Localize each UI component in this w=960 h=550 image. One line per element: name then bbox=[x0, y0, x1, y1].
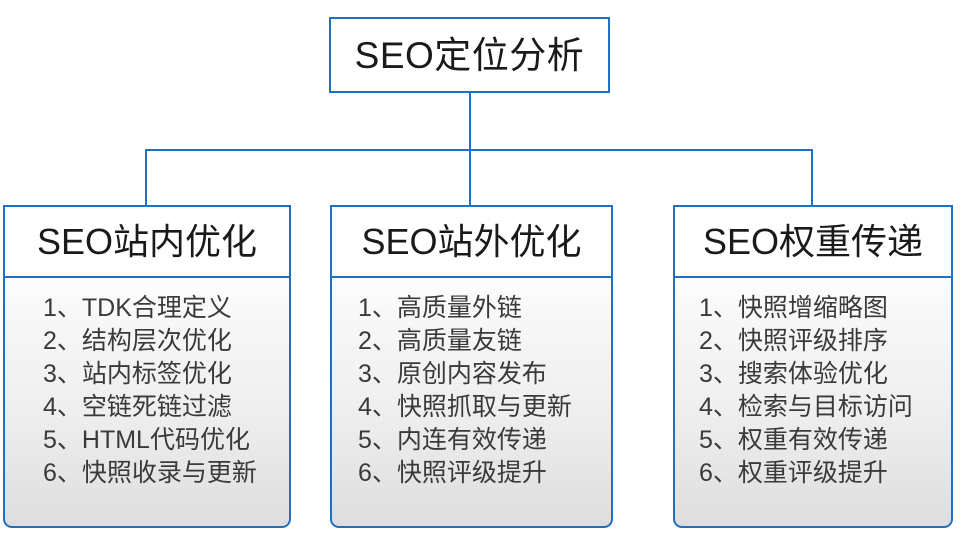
list-item: 6、快照收录与更新 bbox=[43, 459, 257, 487]
branch-header-2[interactable]: SEO站外优化 bbox=[330, 205, 613, 278]
list-item: 3、原创内容发布 bbox=[358, 360, 547, 388]
list-item: 4、检索与目标访问 bbox=[699, 393, 913, 421]
branch-header-3[interactable]: SEO权重传递 bbox=[673, 205, 953, 278]
branch-title-2: SEO站外优化 bbox=[361, 220, 582, 262]
branch-header-1[interactable]: SEO站内优化 bbox=[3, 205, 291, 278]
list-item: 5、内连有效传递 bbox=[358, 426, 547, 454]
branch-column-1: SEO站内优化 1、TDK合理定义 2、结构层次优化 3、站内标签优化 4、空链… bbox=[3, 205, 291, 528]
list-item: 3、搜索体验优化 bbox=[699, 360, 888, 388]
list-item: 6、权重评级提升 bbox=[699, 459, 888, 487]
list-item: 6、快照评级提升 bbox=[358, 459, 547, 487]
branch-list-2: 1、高质量外链 2、高质量友链 3、原创内容发布 4、快照抓取与更新 5、内连有… bbox=[330, 278, 613, 528]
list-item: 3、站内标签优化 bbox=[43, 360, 232, 388]
branch-column-2: SEO站外优化 1、高质量外链 2、高质量友链 3、原创内容发布 4、快照抓取与… bbox=[330, 205, 613, 528]
list-item: 4、空链死链过滤 bbox=[43, 393, 232, 421]
list-item: 1、高质量外链 bbox=[358, 294, 522, 322]
branch-list-3: 1、快照增缩略图 2、快照评级排序 3、搜索体验优化 4、检索与目标访问 5、权… bbox=[673, 278, 953, 528]
root-node-label: SEO定位分析 bbox=[354, 34, 585, 76]
list-item: 4、快照抓取与更新 bbox=[358, 393, 572, 421]
branch-column-3: SEO权重传递 1、快照增缩略图 2、快照评级排序 3、搜索体验优化 4、检索与… bbox=[673, 205, 953, 528]
branch-title-1: SEO站内优化 bbox=[36, 220, 258, 262]
list-item: 2、高质量友链 bbox=[358, 327, 522, 355]
list-item: 2、快照评级排序 bbox=[699, 327, 888, 355]
list-item: 1、快照增缩略图 bbox=[699, 294, 888, 322]
list-item: 1、TDK合理定义 bbox=[43, 294, 232, 322]
list-item: 2、结构层次优化 bbox=[43, 327, 232, 355]
list-item: 5、权重有效传递 bbox=[699, 426, 888, 454]
list-item: 5、HTML代码优化 bbox=[43, 426, 250, 454]
branch-title-3: SEO权重传递 bbox=[702, 220, 924, 262]
root-node[interactable]: SEO定位分析 bbox=[329, 17, 610, 93]
branch-list-1: 1、TDK合理定义 2、结构层次优化 3、站内标签优化 4、空链死链过滤 5、H… bbox=[3, 278, 291, 528]
